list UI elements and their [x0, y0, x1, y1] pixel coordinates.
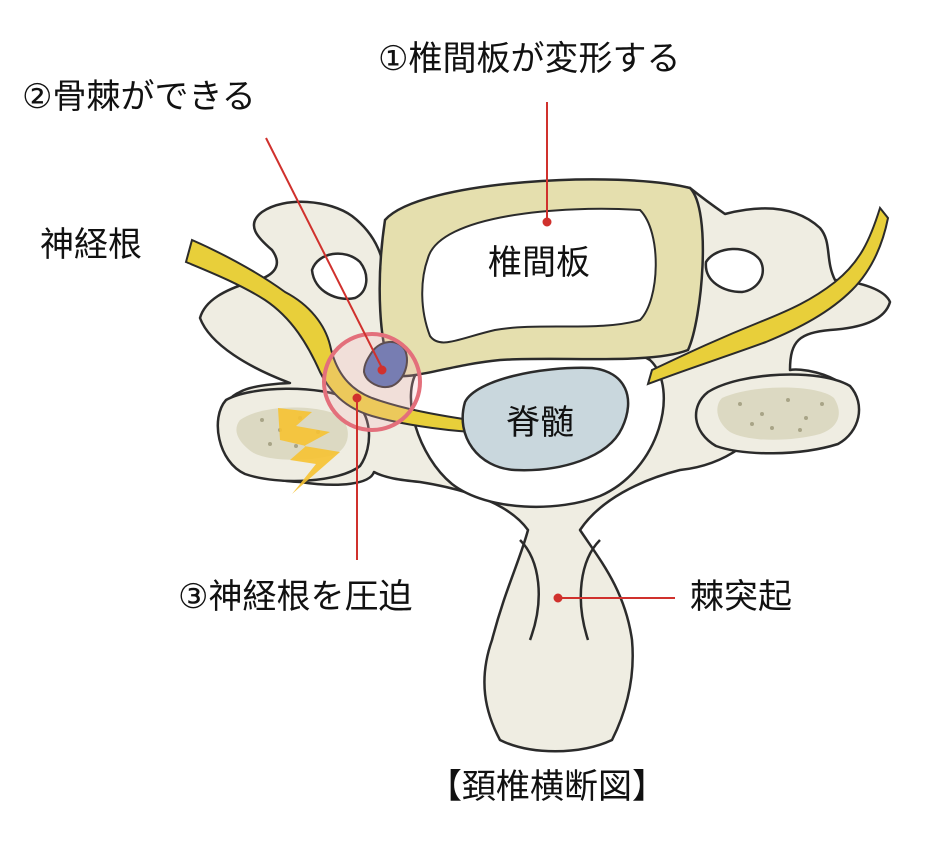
label-disc: 椎間板 [488, 243, 590, 283]
disc-nucleus [421, 207, 657, 344]
spinal-cord [461, 366, 630, 472]
label-spinous-process: 棘突起 [690, 577, 792, 617]
spinous-process-line-left [519, 539, 540, 641]
label-disc-deform: ①椎間板が変形する [378, 39, 681, 79]
compression-highlight-circle [322, 332, 422, 432]
caption: 【頚椎横断図】 [428, 767, 666, 807]
label-nerve-root: 神経根 [40, 225, 142, 265]
spinous-process-line-right [579, 539, 601, 641]
leader-lines [265, 102, 675, 603]
left-foramen [310, 252, 368, 301]
lightning-icon [278, 408, 340, 494]
right-nerve-root [646, 205, 890, 386]
label-spinal-cord: 脊髄 [506, 403, 574, 443]
label-nerve-compress: ③神経根を圧迫 [178, 577, 413, 617]
right-foramen [704, 247, 765, 294]
label-bone-spur: ②骨棘ができる [22, 77, 256, 117]
right-transverse-inner [717, 387, 839, 440]
